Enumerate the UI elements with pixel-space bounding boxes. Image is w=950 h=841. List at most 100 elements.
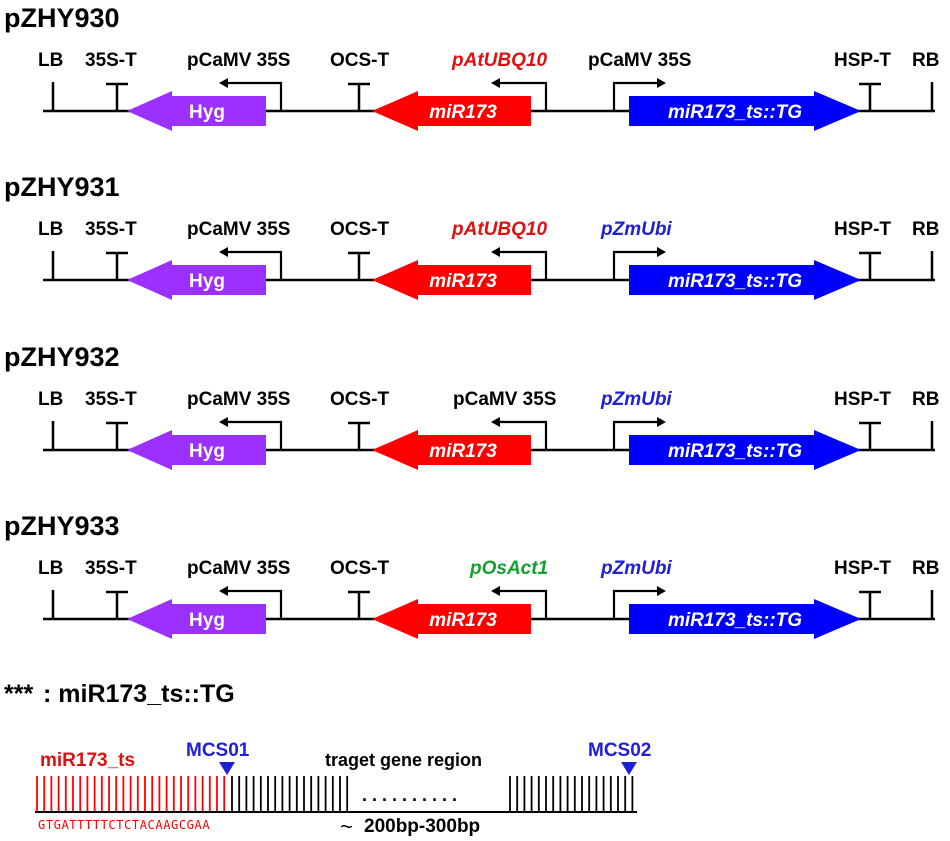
hyg-gene-arrow: Hyg <box>127 599 266 639</box>
mir173-gene-label: miR173 <box>429 441 497 462</box>
construct-name: pZHY932 <box>4 342 120 372</box>
hyg-gene-label: Hyg <box>189 441 225 462</box>
target-gene-arrow: miR173_ts::TG <box>629 430 861 470</box>
terminator-35s-icon <box>106 251 128 280</box>
mcs02-marker-icon <box>621 762 637 775</box>
target-gene-ticks-left <box>231 776 349 812</box>
region-ellipsis: . . . . . . . . . . <box>362 785 457 805</box>
terminator-hsp-icon <box>859 590 881 619</box>
label-rb: RB <box>912 558 939 579</box>
detail-title: : miR173_ts::TG <box>43 680 235 708</box>
target-site-ticks <box>36 776 226 812</box>
mir173-gene-arrow: miR173 <box>372 91 531 131</box>
label-rb: RB <box>912 219 939 240</box>
label-lb: LB <box>38 219 63 240</box>
label-lb: LB <box>38 50 63 71</box>
label-ocs-terminator: OCS-T <box>330 219 390 240</box>
label-tg-promoter: pZmUbi <box>600 389 672 410</box>
mir-promoter-arrow-icon <box>491 417 548 450</box>
label-tg-promoter: pCaMV 35S <box>588 50 691 71</box>
terminator-35s-icon <box>106 82 128 111</box>
ts-label: miR173_ts <box>40 750 135 771</box>
terminator-35s-icon <box>106 590 128 619</box>
label-ocs-terminator: OCS-T <box>330 389 390 410</box>
label-tg-promoter: pZmUbi <box>600 219 672 240</box>
terminator-ocs-icon <box>348 82 370 111</box>
mir173-gene-arrow: miR173 <box>372 599 531 639</box>
mir173-gene-label: miR173 <box>429 271 497 292</box>
terminator-35s-icon <box>106 421 128 450</box>
mir-promoter-arrow-icon <box>491 78 548 111</box>
hyg-gene-arrow: Hyg <box>127 430 266 470</box>
label-mir-promoter: pAtUBQ10 <box>451 50 547 71</box>
target-gene-label: miR173_ts::TG <box>668 271 802 292</box>
size-tilde: ~ <box>340 814 353 839</box>
label-hsp-terminator: HSP-T <box>834 219 891 240</box>
label-lb: LB <box>38 558 63 579</box>
label-35s-terminator: 35S-T <box>85 219 137 240</box>
target-gene-label: miR173_ts::TG <box>668 441 802 462</box>
terminator-hsp-icon <box>859 82 881 111</box>
label-hyg-promoter: pCaMV 35S <box>187 219 290 240</box>
mcs01-marker-icon <box>219 762 235 775</box>
label-hsp-terminator: HSP-T <box>834 50 891 71</box>
mir-promoter-arrow-icon <box>491 586 548 619</box>
target-region-label: traget gene region <box>325 750 482 770</box>
tg-promoter-arrow-icon <box>612 417 666 450</box>
construct-name: pZHY933 <box>4 511 120 541</box>
hyg-gene-label: Hyg <box>189 102 225 123</box>
terminator-hsp-icon <box>859 251 881 280</box>
label-hsp-terminator: HSP-T <box>834 558 891 579</box>
label-mir-promoter: pAtUBQ10 <box>451 219 547 240</box>
label-35s-terminator: 35S-T <box>85 389 137 410</box>
mcs01-label: MCS01 <box>186 740 250 761</box>
region-size-label: 200bp-300bp <box>364 816 480 837</box>
mir173-gene-arrow: miR173 <box>372 260 531 300</box>
terminator-ocs-icon <box>348 251 370 280</box>
label-ocs-terminator: OCS-T <box>330 558 390 579</box>
label-rb: RB <box>912 389 939 410</box>
target-gene-label: miR173_ts::TG <box>668 102 802 123</box>
label-hyg-promoter: pCaMV 35S <box>187 558 290 579</box>
hyg-gene-label: Hyg <box>189 271 225 292</box>
hyg-promoter-arrow-icon <box>219 78 283 111</box>
hyg-gene-arrow: Hyg <box>127 260 266 300</box>
mir-promoter-arrow-icon <box>491 247 548 280</box>
terminator-ocs-icon <box>348 590 370 619</box>
label-hsp-terminator: HSP-T <box>834 389 891 410</box>
mcs02-label: MCS02 <box>588 740 651 761</box>
label-35s-terminator: 35S-T <box>85 558 137 579</box>
label-hyg-promoter: pCaMV 35S <box>187 389 290 410</box>
tg-promoter-arrow-icon <box>612 247 666 280</box>
target-gene-ticks-right <box>509 776 634 812</box>
tg-promoter-arrow-icon <box>612 78 666 111</box>
tg-promoter-arrow-icon <box>612 586 666 619</box>
target-gene-arrow: miR173_ts::TG <box>629 91 861 131</box>
detail-stars: *** <box>4 680 33 708</box>
hyg-gene-label: Hyg <box>189 610 225 631</box>
label-35s-terminator: 35S-T <box>85 50 137 71</box>
mir173-gene-label: miR173 <box>429 102 497 123</box>
hyg-gene-arrow: Hyg <box>127 91 266 131</box>
hyg-promoter-arrow-icon <box>219 586 283 619</box>
label-ocs-terminator: OCS-T <box>330 50 390 71</box>
construct-name: pZHY931 <box>4 172 120 202</box>
label-mir-promoter: pCaMV 35S <box>453 389 556 410</box>
label-tg-promoter: pZmUbi <box>600 558 672 579</box>
label-lb: LB <box>38 389 63 410</box>
label-mir-promoter: pOsAct1 <box>469 558 548 579</box>
target-site-sequence: GTGATTTTTCTCTACAAGCGAA <box>38 818 210 832</box>
hyg-promoter-arrow-icon <box>219 417 283 450</box>
hyg-promoter-arrow-icon <box>219 247 283 280</box>
target-gene-label: miR173_ts::TG <box>668 610 802 631</box>
target-gene-arrow: miR173_ts::TG <box>629 599 861 639</box>
mir173-gene-arrow: miR173 <box>372 430 531 470</box>
mir173-gene-label: miR173 <box>429 610 497 631</box>
label-rb: RB <box>912 50 939 71</box>
